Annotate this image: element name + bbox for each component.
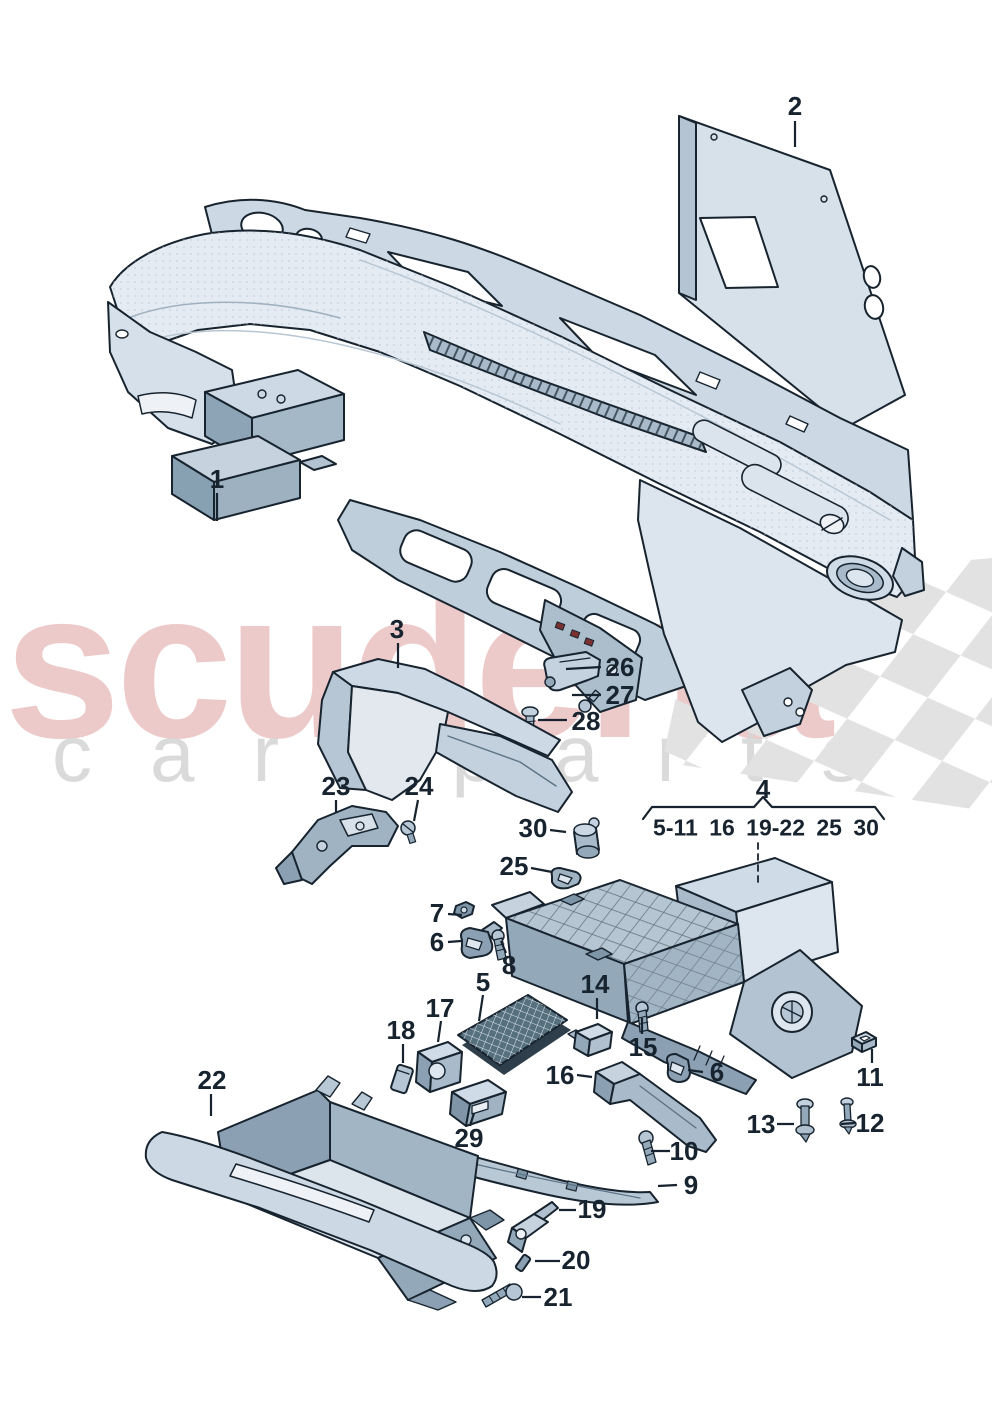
dashboard-right-end [637,419,925,743]
part-callout-3: 3 [389,614,405,644]
part-5-rubber-mat [457,994,571,1075]
part-6-clip-lower [666,1053,691,1083]
part-callout-8: 8 [501,950,517,980]
part-callout-25: 25 [499,851,529,881]
part-callout-19: 19 [577,1194,607,1224]
part-callout-9: 9 [683,1170,699,1200]
part-callout-15: 15 [628,1032,658,1062]
part-callout-6: 6 [709,1057,725,1087]
part-20-pin [514,1253,532,1273]
part-19-lock-cylinder [507,1201,559,1253]
leader-line-6 [447,939,462,944]
part-11-nut [851,1031,877,1053]
part-callout-27: 27 [605,680,635,710]
leader-line-24 [412,799,420,822]
part-14-lamp [567,1023,613,1057]
part-25-clip [550,867,582,890]
part-18-plug [390,1063,414,1095]
part-callout-11: 11 [856,1062,884,1092]
leader-line-16 [576,1073,593,1079]
part-4-glovebox-housing [491,857,863,1095]
part-callout-5: 5 [475,967,491,997]
part-10-screw [638,1130,657,1166]
part-callout-12: 12 [855,1108,885,1138]
part-callout-21: 21 [543,1282,573,1312]
dashboard-top-pad [109,229,917,598]
defroster-corrugation [423,331,707,453]
group-4-brace [641,795,886,888]
part-callout-6: 6 [429,927,445,957]
module-box-lower [171,435,337,521]
leader-line-6 [687,1068,704,1074]
part-callout-22: 22 [197,1065,227,1095]
part-callout-1: 1 [209,464,225,494]
part-29-switch [449,1079,507,1127]
part-callout-10: 10 [669,1136,699,1166]
part-2-bulkhead-plate [678,115,906,429]
part-24-screw [400,820,417,845]
part-22-glovebox-bin [144,1075,505,1311]
part-callout-13: 13 [746,1109,776,1139]
part-13-screw [795,1098,815,1143]
part-3-air-duct [317,658,573,813]
leader-line-9 [657,1183,678,1188]
part-23-latch [275,805,399,885]
leader-line-5 [477,994,485,1022]
leader-line-17 [436,1020,443,1043]
leader-line-29 [468,1112,476,1127]
part-callout-17: 17 [425,993,455,1023]
part-callout-28: 28 [571,706,601,736]
part-callout-14: 14 [580,969,610,999]
leader-line-26 [565,665,602,671]
part-26-bracket [543,651,601,692]
leader-line-8 [499,940,508,954]
part-21-screw [481,1283,523,1308]
part-callout-16: 16 [545,1060,575,1090]
part-callout-30: 30 [518,813,548,843]
part-callout-18: 18 [386,1015,416,1045]
leader-line-12 [840,1121,856,1126]
leader-line-25 [530,866,553,874]
part-callout-29: 29 [454,1123,484,1153]
leader-line-30 [549,828,567,834]
part-callout-20: 20 [561,1245,591,1275]
part-callout-2: 2 [787,91,803,121]
group-4-members-label: 5-11 16 19-22 25 30 [653,814,879,841]
part-callout-7: 7 [429,898,445,928]
part-6-clip-upper [460,921,503,959]
part-30-damper [573,817,600,859]
part-callout-4: 4 [755,774,771,804]
part-17-switch [415,1041,463,1093]
part-callout-23: 23 [321,771,351,801]
leader-line-7 [447,912,463,917]
part-callout-24: 24 [404,771,434,801]
part-callout-26: 26 [605,652,635,682]
part-16-damper-arm [593,1061,717,1153]
